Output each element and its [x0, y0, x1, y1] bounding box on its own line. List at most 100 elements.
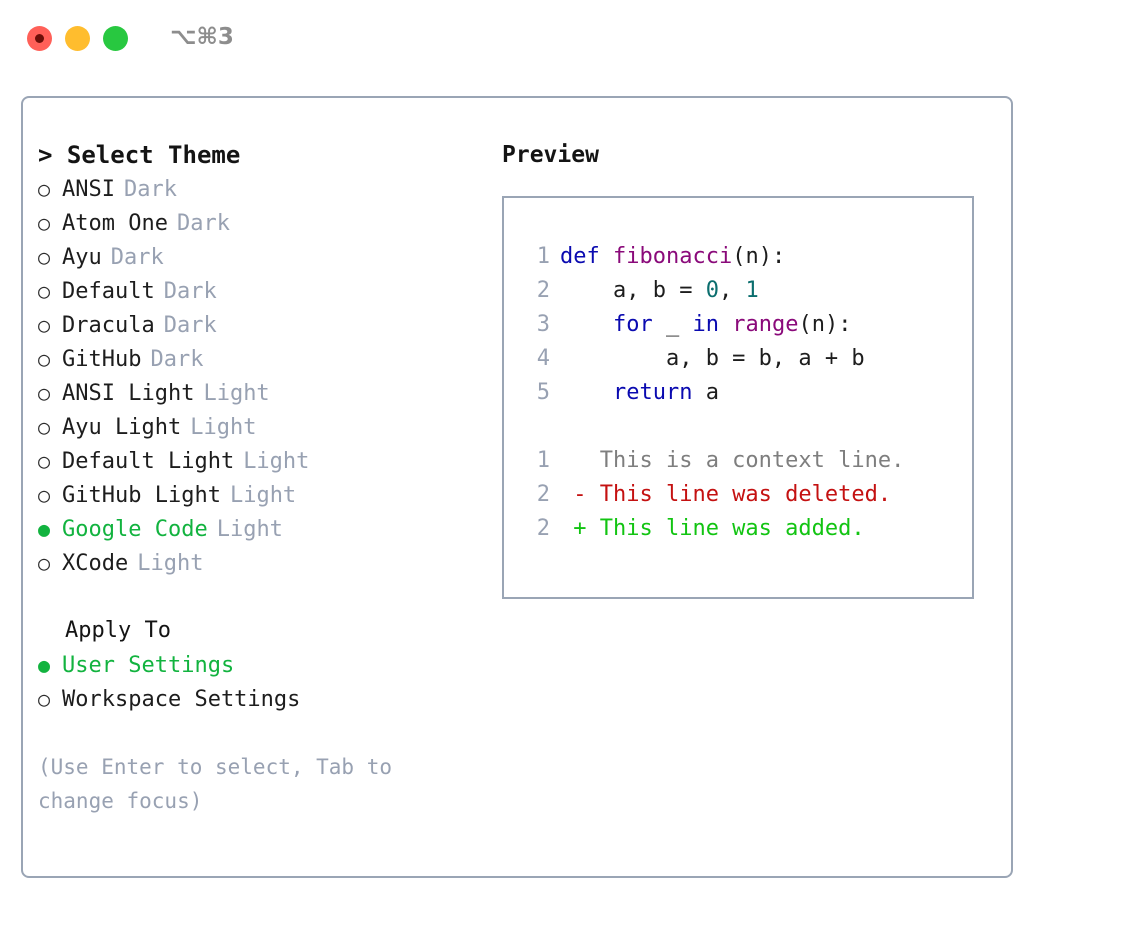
radio-empty-icon: ○ [38, 551, 51, 575]
radio-empty-icon: ○ [38, 483, 51, 507]
preview-spacer [504, 410, 972, 444]
code-token-num: 1 [745, 278, 759, 303]
theme-list-item[interactable]: ○ GitHub Light Light [38, 478, 478, 512]
radio-empty-icon: ○ [38, 279, 51, 303]
keyboard-hint: (Use Enter to select, Tab to change focu… [38, 755, 405, 813]
theme-name-label: ANSI Light [62, 381, 195, 406]
diff-line-text: This is a context line. [560, 448, 905, 473]
code-token-kw: def [560, 244, 613, 269]
code-token-pl: (n): [732, 244, 786, 269]
radio-empty-icon: ○ [38, 177, 51, 201]
theme-kind-badge: Dark [176, 211, 230, 236]
theme-kind-badge: Dark [110, 245, 164, 270]
radio-empty-icon: ○ [38, 687, 51, 711]
code-token-pl: _ [652, 312, 693, 337]
theme-list-item[interactable]: ○ Atom One Dark [38, 206, 478, 240]
theme-list-item[interactable]: ○ Dracula Dark [38, 308, 478, 342]
diff-line-number: 2 [536, 482, 550, 507]
code-line: 5 return a [504, 376, 972, 410]
code-token-pl [560, 380, 613, 405]
radio-empty-icon: ○ [38, 415, 51, 439]
theme-kind-badge: Light [137, 551, 204, 576]
code-token-kw: return [612, 380, 693, 405]
theme-name-label: ANSI [62, 177, 115, 202]
diff-line-text: - This line was deleted. [560, 482, 892, 507]
radio-selected-icon: ● [38, 517, 51, 541]
diff-sample: 1 This is a context line.2 - This line w… [504, 444, 972, 546]
code-line-number: 4 [536, 346, 550, 371]
code-line: 3 for _ in range(n): [504, 308, 972, 342]
diff-line: 2 - This line was deleted. [504, 478, 972, 512]
code-token-pl [719, 312, 732, 337]
theme-kind-badge: Light [190, 415, 257, 440]
radio-empty-icon: ○ [38, 449, 51, 473]
radio-empty-icon: ○ [38, 313, 51, 337]
code-token-pl [560, 312, 613, 337]
code-token-pl: a, b = [560, 278, 706, 303]
theme-name-label: Dracula [62, 313, 155, 338]
code-token-pl: a [692, 380, 719, 405]
code-token-num: 0 [705, 278, 719, 303]
maximize-button[interactable] [103, 26, 128, 51]
theme-kind-badge: Light [229, 483, 297, 508]
code-line: 4 a, b = b, a + b [504, 342, 972, 376]
code-line: 2 a, b = 0, 1 [504, 274, 972, 308]
close-button[interactable] [27, 26, 52, 51]
diff-line-number: 2 [536, 516, 550, 541]
page-title: > Select Theme [38, 141, 241, 169]
radio-empty-icon: ○ [38, 211, 51, 235]
theme-kind-badge: Dark [163, 279, 217, 304]
theme-list-item[interactable]: ○ ANSI Light Light [38, 376, 478, 410]
code-line-number: 3 [536, 312, 550, 337]
code-line-text: return a [560, 376, 719, 410]
theme-kind-badge: Dark [163, 313, 217, 338]
code-token-pl: (n): [798, 312, 852, 337]
theme-kind-badge: Light [203, 381, 270, 406]
apply-to-option-label: Workspace Settings [62, 687, 301, 712]
keyboard-shortcut-label: ⌥⌘3 [170, 24, 234, 50]
theme-list-item[interactable]: ○ Default Dark [38, 274, 478, 308]
apply-to-option[interactable]: ●User Settings [38, 648, 478, 682]
apply-to-option-label: User Settings [62, 653, 235, 678]
diff-line-text: + This line was added. [560, 516, 865, 541]
apply-to-section: Apply To ●User Settings○Workspace Settin… [38, 614, 478, 716]
radio-empty-icon: ○ [38, 381, 51, 405]
code-line-text: a, b = b, a + b [560, 342, 865, 376]
code-line-number: 5 [536, 380, 550, 405]
apply-to-options[interactable]: ●User Settings ○ Workspace Settings [38, 648, 478, 716]
theme-name-label: Ayu Light [62, 415, 182, 440]
code-line-text: for _ in range(n): [560, 308, 851, 342]
apply-to-option[interactable]: ○ Workspace Settings [38, 682, 478, 716]
diff-line: 1 This is a context line. [504, 444, 972, 478]
theme-kind-badge: Light [216, 517, 283, 542]
theme-list-item[interactable]: ○ XCode Light [38, 546, 478, 580]
diff-line-number: 1 [536, 448, 550, 473]
theme-list-item[interactable]: ● Google Code Light [38, 512, 478, 546]
code-token-pl: a, b = b, a + b [560, 346, 865, 371]
theme-name-label: XCode [62, 551, 129, 576]
theme-name-label: GitHub [62, 347, 142, 372]
code-token-kw: for [612, 312, 653, 337]
preview-title: Preview [502, 142, 599, 168]
theme-name-label: Default [62, 279, 155, 304]
diff-line: 2 + This line was added. [504, 512, 972, 546]
theme-list-item[interactable]: ○ Ayu Light Light [38, 410, 478, 444]
window-controls [27, 26, 128, 51]
minimize-button[interactable] [65, 26, 90, 51]
theme-name-label: Google Code [62, 517, 208, 542]
code-line-text: def fibonacci(n): [560, 240, 785, 274]
code-line-number: 2 [536, 278, 550, 303]
theme-name-label: Atom One [62, 211, 168, 236]
theme-name-label: GitHub Light [62, 483, 221, 508]
